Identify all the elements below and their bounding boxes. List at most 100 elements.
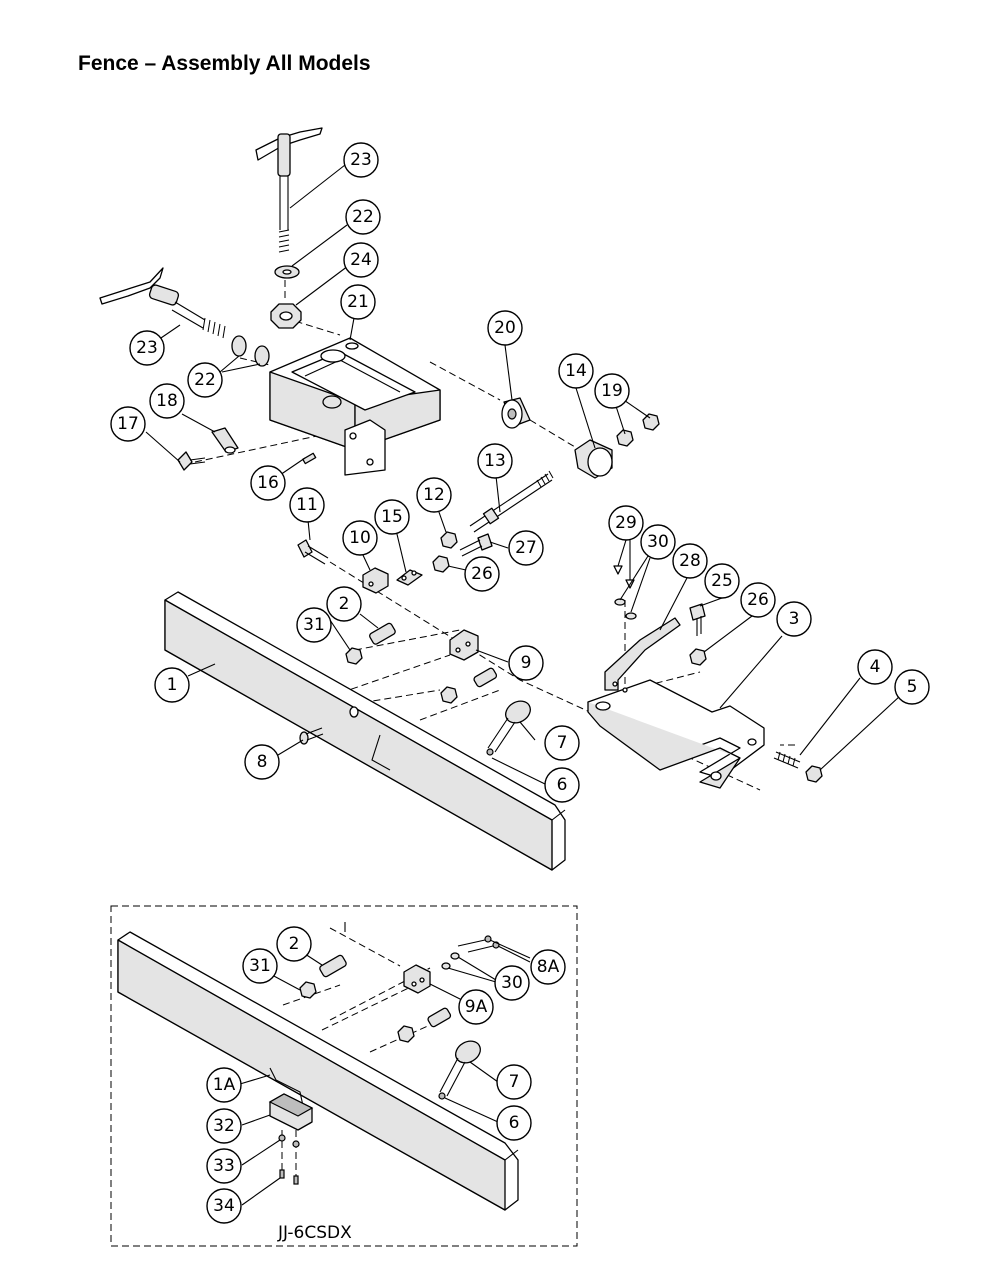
inset-nut-lower	[397, 1025, 415, 1043]
svg-text:6: 6	[557, 775, 568, 795]
callout-27: 27	[508, 530, 544, 566]
inset-callout-7: 7	[496, 1064, 532, 1100]
screw-4	[773, 751, 801, 769]
stud-13	[469, 470, 554, 533]
handle-7	[486, 700, 531, 756]
washer-left-2	[254, 345, 270, 367]
svg-text:14: 14	[565, 361, 587, 381]
svg-text:25: 25	[711, 571, 733, 591]
svg-text:34: 34	[213, 1196, 235, 1216]
fence-bracket-21	[269, 337, 441, 476]
stud-lower	[473, 667, 498, 688]
svg-text:4: 4	[870, 657, 881, 677]
svg-text:13: 13	[484, 451, 506, 471]
svg-text:3: 3	[789, 609, 800, 629]
callout-21: 21	[340, 284, 376, 320]
svg-text:11: 11	[296, 495, 318, 515]
inset-screws-8a	[441, 935, 500, 970]
svg-text:2: 2	[289, 934, 300, 954]
svg-text:24: 24	[350, 250, 372, 270]
callout-28: 28	[672, 543, 708, 579]
bolt-25	[689, 603, 706, 636]
svg-text:22: 22	[352, 207, 374, 227]
svg-text:32: 32	[213, 1116, 235, 1136]
callout-5: 5	[894, 669, 930, 705]
inset-callout-8a: 8A	[530, 949, 566, 985]
inset-nut-31	[299, 981, 317, 999]
svg-text:15: 15	[381, 507, 403, 527]
svg-text:10: 10	[349, 528, 371, 548]
svg-text:21: 21	[347, 292, 369, 312]
t-handle-screw-horizontal	[99, 267, 226, 339]
fence-1	[164, 591, 566, 871]
callout-30: 30	[640, 524, 676, 560]
inset-callout-6: 6	[496, 1105, 532, 1141]
washer-hole	[282, 269, 292, 275]
callout-8: 8	[244, 744, 280, 780]
inset-callout-32: 32	[206, 1108, 242, 1144]
svg-text:29: 29	[615, 513, 637, 533]
fence-hole	[349, 706, 359, 718]
nut-31	[345, 647, 363, 665]
svg-text:17: 17	[117, 414, 139, 434]
callout-20: 20	[487, 310, 523, 346]
pin-16	[302, 452, 317, 465]
inset-handle-7	[438, 1040, 481, 1100]
callout-22-left: 22	[187, 362, 223, 398]
svg-text:1: 1	[167, 675, 178, 695]
inset-block-9a	[403, 964, 431, 994]
svg-text:16: 16	[257, 473, 279, 493]
svg-text:31: 31	[303, 615, 325, 635]
nut-5	[805, 765, 823, 783]
nut-12	[440, 531, 458, 549]
bracket-3	[587, 679, 765, 789]
svg-text:19: 19	[601, 381, 623, 401]
inset-callout-31: 31	[242, 948, 278, 984]
bushing-20	[501, 397, 531, 429]
svg-text:5: 5	[907, 677, 918, 697]
stud-2	[369, 622, 396, 645]
nut-26-right	[689, 648, 707, 666]
inset-callout-1a: 1A	[206, 1067, 242, 1103]
svg-text:26: 26	[747, 590, 769, 610]
link-15	[396, 569, 423, 586]
svg-text:23: 23	[350, 150, 372, 170]
t-handle-screw-vertical	[255, 127, 323, 253]
plate-28	[604, 617, 681, 693]
callout-12: 12	[416, 477, 452, 513]
callout-29: 29	[608, 505, 644, 541]
svg-text:2: 2	[339, 594, 350, 614]
svg-text:22: 22	[194, 370, 216, 390]
callout-26-right: 26	[740, 582, 776, 618]
washer-left-1	[231, 335, 247, 357]
inset-callout-9a: 9A	[458, 989, 494, 1025]
callout-17: 17	[110, 406, 146, 442]
callout-7: 7	[544, 725, 580, 761]
svg-text:27: 27	[515, 538, 537, 558]
svg-text:9A: 9A	[465, 997, 488, 1017]
callout-23-top: 23	[343, 142, 379, 178]
svg-text:9: 9	[521, 653, 532, 673]
callout-25: 25	[704, 563, 740, 599]
fence-1a	[117, 931, 519, 1211]
main-assembly: 23 22 24 21 23 22 20 14 19 18 17 16 13 1…	[99, 127, 930, 871]
inset-stud-2	[319, 954, 347, 978]
svg-text:18: 18	[156, 391, 178, 411]
svg-text:7: 7	[509, 1072, 520, 1092]
inset-part-34b	[293, 1175, 299, 1185]
inset-border	[110, 905, 578, 1247]
inset-callout-33: 33	[206, 1148, 242, 1184]
block-10	[362, 567, 389, 594]
svg-text:33: 33	[213, 1156, 235, 1176]
nut-26	[432, 555, 450, 573]
nuts-19	[616, 413, 660, 447]
callout-16: 16	[250, 465, 286, 501]
callout-4: 4	[857, 649, 893, 685]
callout-11: 11	[289, 487, 325, 523]
inset-part-34a	[279, 1169, 285, 1179]
cap-14	[574, 439, 613, 479]
callout-1: 1	[154, 667, 190, 703]
svg-text:23: 23	[136, 338, 158, 358]
svg-text:8: 8	[257, 752, 268, 772]
callout-9: 9	[508, 645, 544, 681]
